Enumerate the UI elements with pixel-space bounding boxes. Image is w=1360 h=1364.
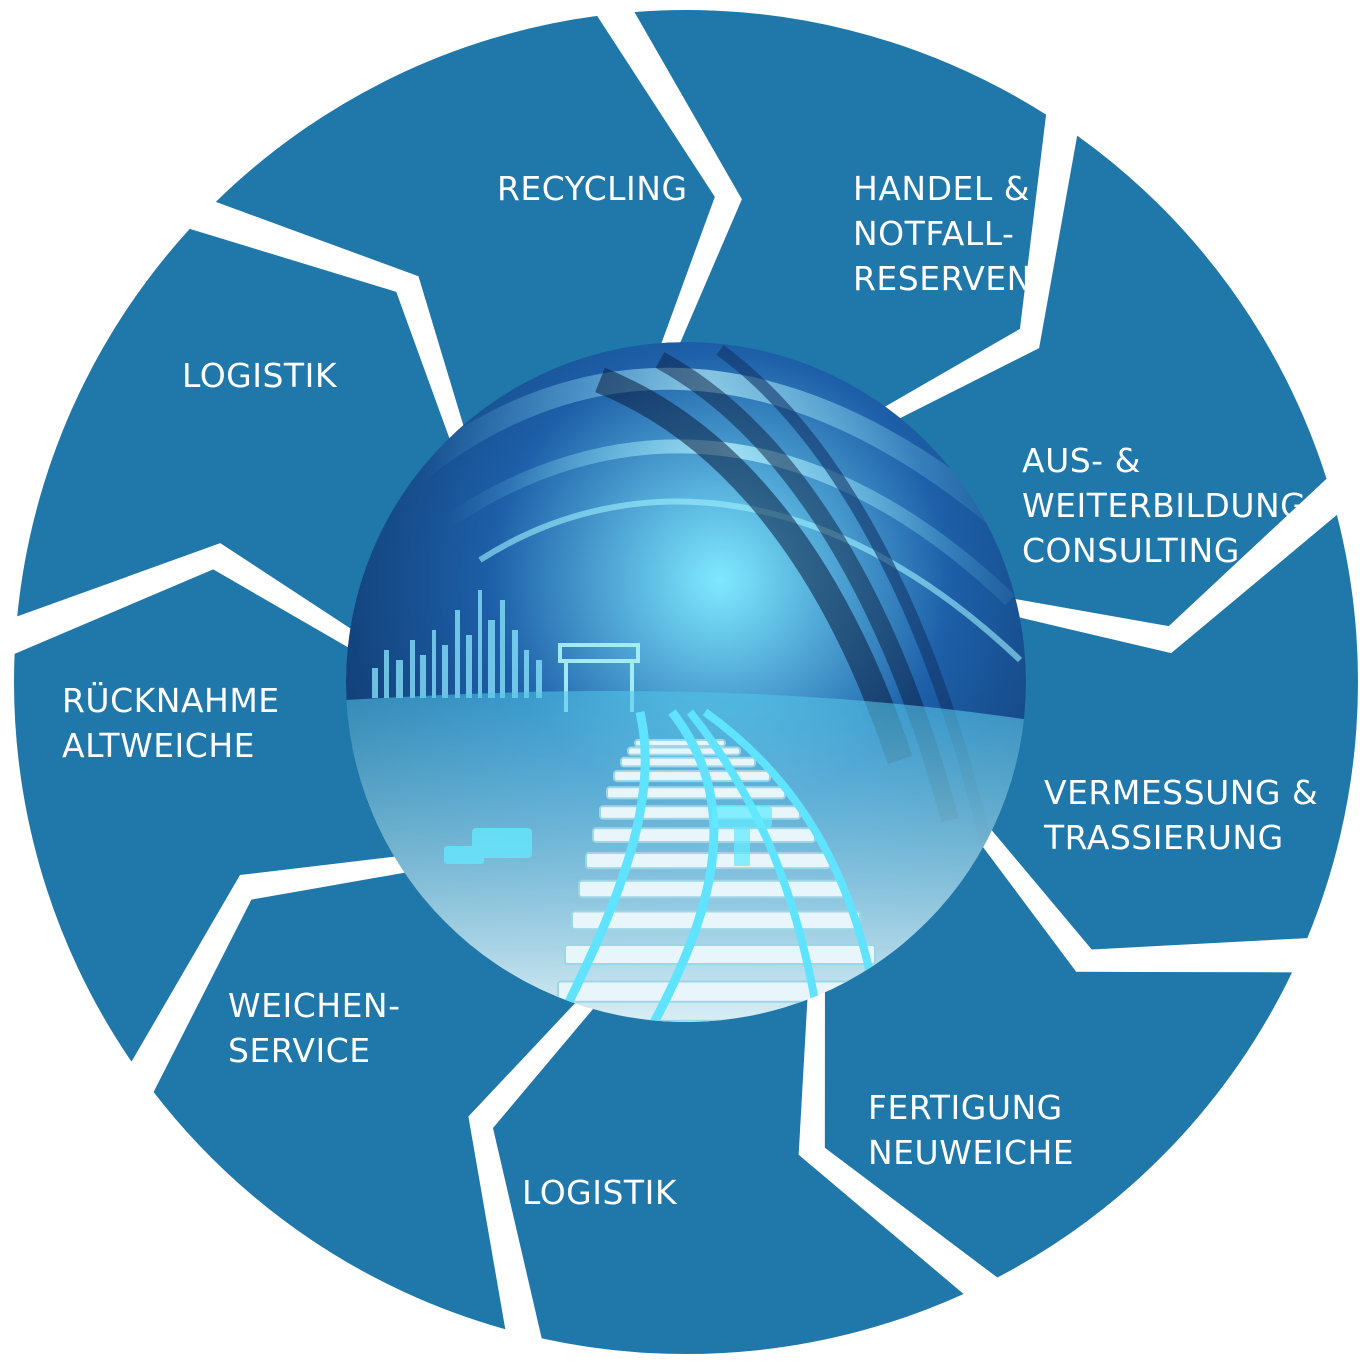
label-logistik-top: LOGISTIK: [182, 353, 337, 398]
label-line: HANDEL &: [853, 169, 1030, 208]
track-sleeper: [592, 827, 816, 844]
segment-weichenservice: [14, 569, 439, 1062]
track-sleeper: [571, 910, 861, 931]
label-line: NOTFALL-: [853, 214, 1015, 253]
label-line: AUS- &: [1022, 441, 1141, 480]
label-line: VERMESSUNG &: [1044, 773, 1319, 812]
segment-fertigung: [492, 955, 964, 1354]
label-vermessung: VERMESSUNG & TRASSIERUNG: [1044, 770, 1318, 860]
track-sleeper: [613, 770, 771, 782]
label-line: SERVICE: [228, 1031, 371, 1070]
label-handel: HANDEL & NOTFALL- RESERVEN: [853, 166, 1032, 301]
track-sleeper: [606, 786, 786, 800]
label-line: CONSULTING: [1022, 531, 1240, 570]
label-line: WEITERBILDUNG: [1022, 486, 1307, 525]
label-ausbildung: AUS- & WEITERBILDUNG CONSULTING: [1022, 438, 1306, 573]
track-sleeper: [564, 944, 876, 965]
segment-ruecknahme: [17, 228, 465, 653]
label-line: RÜCKNAHME: [62, 681, 280, 720]
label-recycling: RECYCLING: [497, 166, 688, 211]
center-photo: [346, 342, 1026, 1022]
label-line: NEUWEICHE: [868, 1133, 1075, 1172]
segment-ausbildung: [963, 514, 1358, 950]
label-weichenservice: WEICHEN- SERVICE: [228, 983, 401, 1073]
segment-logistik-bottom: [153, 865, 606, 1330]
label-ruecknahme: RÜCKNAHME ALTWEICHE: [62, 678, 280, 768]
label-line: RECYCLING: [497, 169, 688, 208]
label-line: WEICHEN-: [228, 986, 401, 1025]
segment-handel: [860, 135, 1327, 627]
label-line: LOGISTIK: [522, 1173, 677, 1212]
label-line: ALTWEICHE: [62, 726, 255, 765]
track-sleeper: [634, 739, 726, 747]
label-line: TRASSIERUNG: [1044, 818, 1284, 857]
segment-recycling: [634, 10, 1047, 429]
label-logistik-bottom: LOGISTIK: [522, 1170, 677, 1215]
track-sleeper: [627, 746, 741, 756]
segment-vermessung: [824, 811, 1293, 1278]
label-fertigung: FERTIGUNG NEUWEICHE: [868, 1085, 1074, 1175]
label-line: RESERVEN: [853, 259, 1032, 298]
segment-logistik-top: [215, 15, 715, 468]
label-line: FERTIGUNG: [868, 1088, 1063, 1127]
label-line: LOGISTIK: [182, 356, 337, 395]
